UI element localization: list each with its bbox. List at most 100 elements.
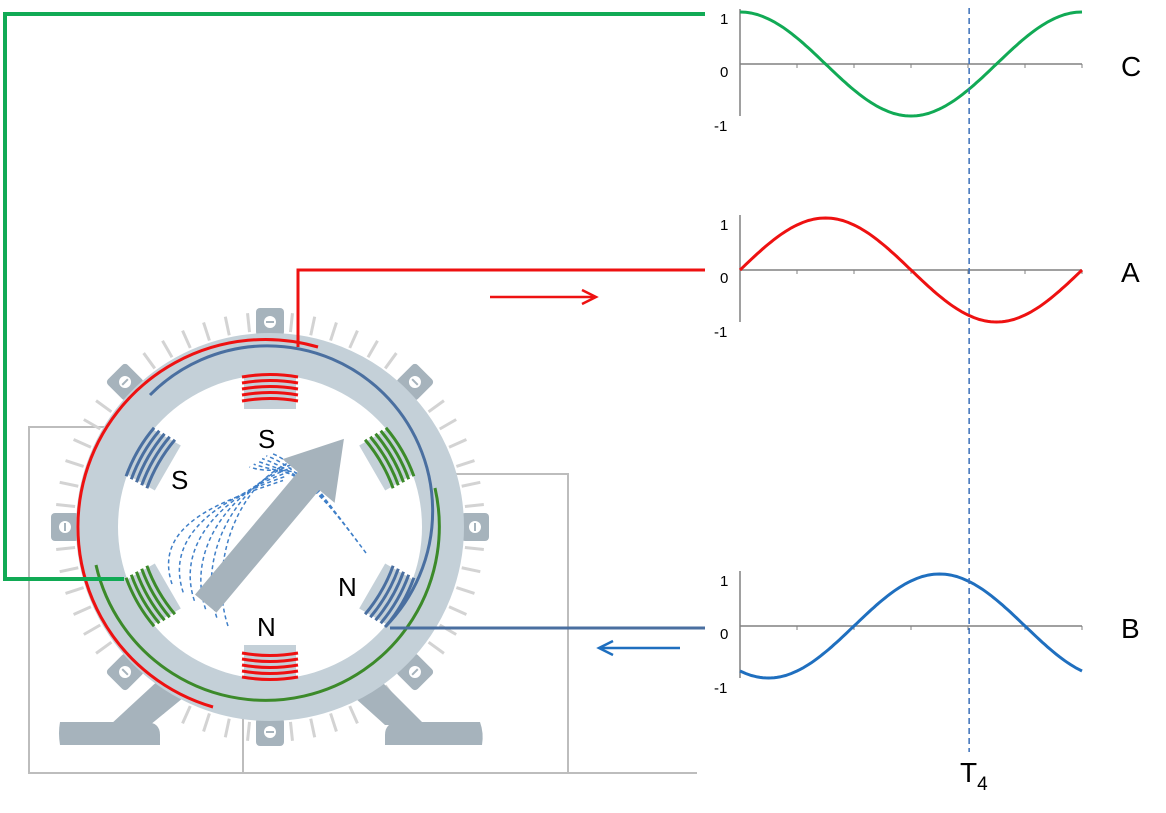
cooling-fin [181, 329, 192, 349]
y-tick-label: 0 [720, 626, 728, 643]
series-label-b: B [1121, 613, 1140, 644]
right-foot [385, 722, 483, 745]
cooling-fin [438, 623, 457, 636]
cooling-fin [348, 329, 359, 349]
phase-c-lead [3, 12, 705, 581]
chart-a: 1 0 -1 A [714, 215, 1140, 341]
waveform-b [739, 572, 1083, 680]
y-tick-label: 0 [720, 64, 728, 81]
cooling-fin [72, 605, 92, 616]
cooling-fin [95, 640, 113, 655]
y-tick-label: -1 [714, 118, 727, 135]
cooling-fin [246, 721, 252, 741]
waveform-c [739, 10, 1083, 118]
bolt-tab [256, 718, 284, 746]
cooling-fin [427, 640, 445, 655]
cooling-fin [461, 566, 481, 574]
y-tick-label: 0 [720, 270, 728, 287]
supply-leads [3, 12, 705, 630]
windings [76, 338, 441, 709]
cooling-fin [83, 418, 102, 431]
cooling-fin [223, 316, 231, 336]
waveform-a [738, 216, 1084, 324]
chart-c: 1 0 -1 C [714, 9, 1141, 135]
cooling-fin [95, 399, 113, 414]
cooling-fin [329, 322, 338, 342]
cooling-fin [366, 340, 379, 359]
cooling-fin [65, 459, 85, 468]
y-tick-label: -1 [714, 680, 727, 697]
cooling-fin [223, 718, 231, 738]
cooling-fin [464, 503, 484, 509]
cooling-fin [83, 623, 102, 636]
current-arrows [490, 288, 680, 657]
pole-right-label: N [338, 572, 357, 602]
cooling-fin [56, 503, 76, 509]
coil [363, 565, 416, 628]
frame-lines [28, 426, 697, 774]
flux-line [189, 471, 289, 602]
cooling-fin [448, 438, 468, 449]
cooling-fin [181, 705, 192, 725]
y-tick-label: 1 [720, 11, 728, 28]
flux-line [270, 452, 367, 554]
phase-c-winding [94, 487, 441, 702]
cooling-fin [142, 352, 157, 370]
chart-b: 1 0 -1 B [714, 571, 1140, 697]
frame-left-box [28, 426, 244, 774]
y-tick-label: -1 [714, 324, 727, 341]
cooling-fin [202, 322, 211, 342]
series-label-a: A [1121, 257, 1140, 288]
cooling-fin [288, 313, 294, 333]
coil [124, 426, 177, 489]
pole-labels: S S N N [171, 424, 357, 642]
cooling-fin [246, 313, 252, 333]
stator-coils [124, 373, 416, 681]
cooling-fin [455, 586, 475, 595]
rotor-arrow [194, 438, 344, 613]
cooling-fin [383, 352, 398, 370]
cooling-fin [455, 459, 475, 468]
cooling-fin [59, 480, 79, 488]
cooling-fin [464, 545, 484, 551]
cooling-fin [56, 545, 76, 551]
pole-top-label: S [258, 424, 275, 454]
time-marker-label: T4 [960, 757, 988, 795]
cooling-fin [309, 316, 317, 336]
cooling-fin [288, 721, 294, 741]
frame-right-box [243, 473, 569, 774]
cooling-fin [348, 705, 359, 725]
cooling-fin [427, 399, 445, 414]
cooling-fin [461, 480, 481, 488]
y-tick-label: 1 [720, 217, 728, 234]
phase-a-lead [296, 268, 705, 347]
rotor-arrow-shape [194, 438, 344, 613]
mounting-bolts [51, 308, 489, 746]
left-foot [59, 722, 160, 745]
flux-line [167, 479, 284, 585]
phase-a-winding [76, 338, 319, 709]
cooling-fin [161, 340, 174, 359]
coil [241, 373, 299, 403]
phase-b-current-arrow [596, 639, 680, 657]
cooling-fin [329, 712, 338, 732]
flux-line [178, 475, 287, 593]
coil [241, 651, 299, 681]
pole-bottom-label: N [257, 612, 276, 642]
coil [363, 426, 416, 489]
cooling-fin [65, 586, 85, 595]
bolt-tab [51, 513, 79, 541]
phase-a-current-arrow [490, 288, 599, 306]
cooling-fin [448, 605, 468, 616]
cooling-fin [438, 418, 457, 431]
series-label-c: C [1121, 51, 1141, 82]
phase-b-winding [148, 344, 435, 629]
cooling-fin [59, 566, 79, 574]
coil [124, 565, 177, 628]
cooling-fin [309, 718, 317, 738]
cooling-fin [202, 712, 211, 732]
bolt-tab [256, 308, 284, 336]
y-tick-label: 1 [720, 573, 728, 590]
